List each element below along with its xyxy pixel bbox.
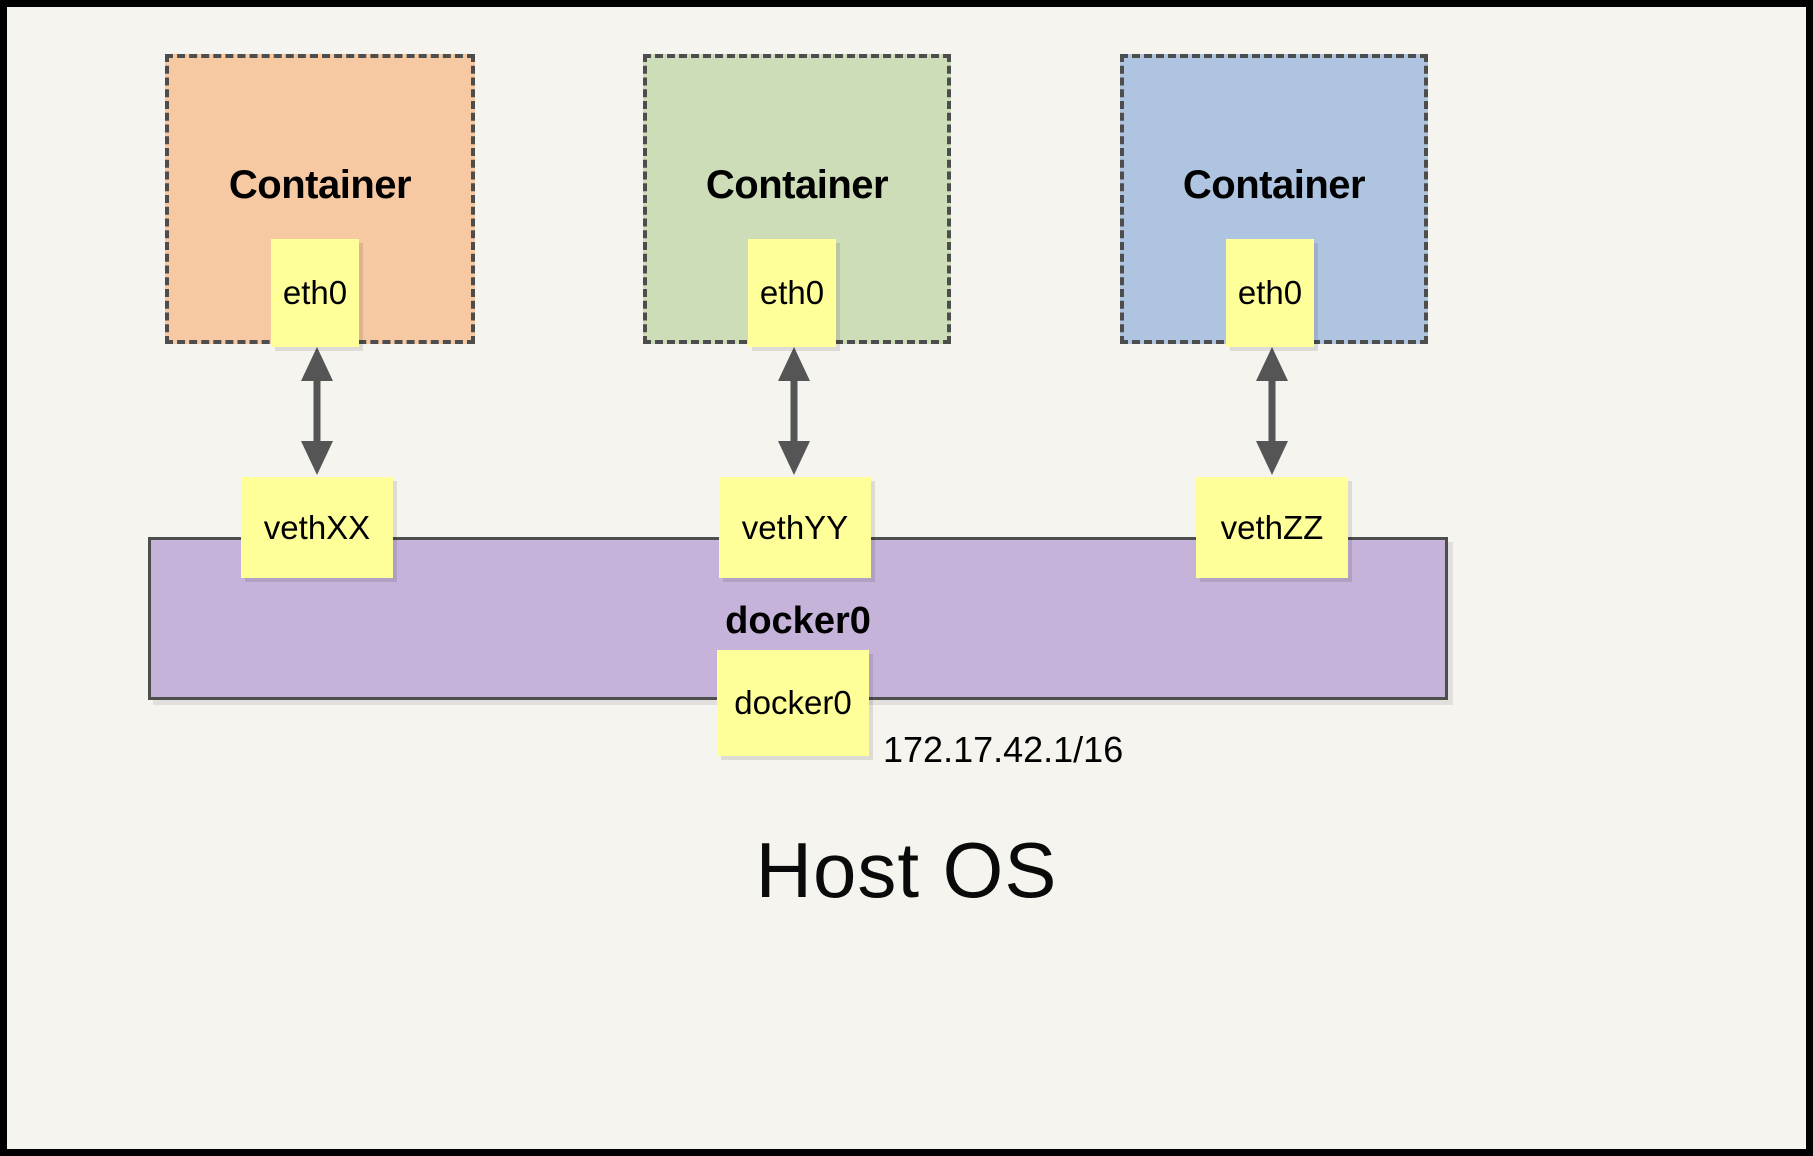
veth-label-1: vethXX — [263, 508, 371, 546]
host-os-label: Host OS — [755, 826, 1058, 914]
veth-arrow-2 — [778, 347, 810, 475]
container-eth0-label-3: eth0 — [1237, 274, 1303, 311]
container-eth0-box-1: eth0 — [271, 239, 359, 347]
container-title-1: Container — [228, 163, 412, 207]
veth-arrow-1 — [301, 347, 333, 475]
docker0-interface-label: docker0 — [734, 684, 852, 721]
docker0-bridge-label: docker0 — [725, 600, 871, 642]
veth-box-2: vethYY — [719, 477, 871, 578]
veth-box-3: vethZZ — [1196, 477, 1348, 578]
container-title-3: Container — [1182, 163, 1366, 207]
container-eth0-label-1: eth0 — [282, 274, 348, 311]
veth-box-1: vethXX — [241, 477, 393, 578]
container-title-2: Container — [705, 163, 889, 207]
container-eth0-box-2: eth0 — [748, 239, 836, 347]
container-eth0-label-2: eth0 — [759, 274, 825, 311]
veth-label-2: vethYY — [741, 508, 849, 546]
veth-arrow-3 — [1256, 347, 1288, 475]
veth-label-3: vethZZ — [1220, 508, 1324, 546]
container-eth0-box-3: eth0 — [1226, 239, 1314, 347]
docker0-ip-address: 172.17.42.1/16 — [883, 729, 1124, 770]
docker0-interface-box: docker0 — [717, 650, 869, 756]
